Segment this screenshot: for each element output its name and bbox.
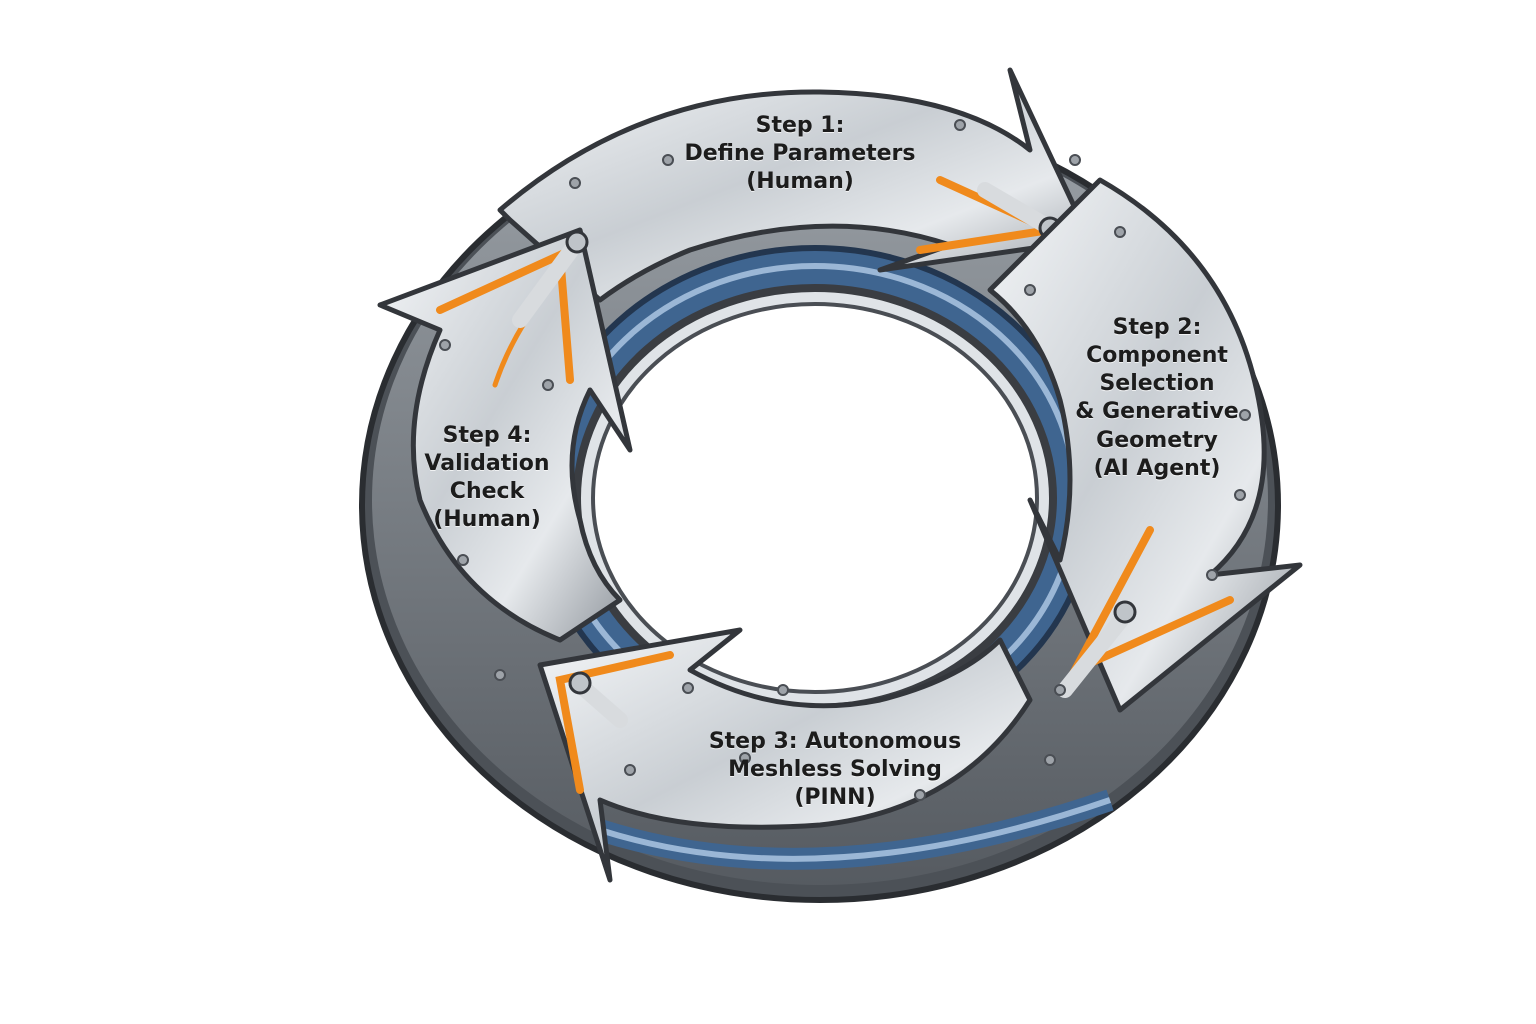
step3-line-1: Step 3: Autonomous xyxy=(708,729,962,754)
rivets xyxy=(439,119,1251,801)
step2-line-5: Geometry xyxy=(1096,427,1218,453)
step1-label: Step 1: Define Parameters (Human) xyxy=(650,112,950,196)
step4-line-4: (Human) xyxy=(433,507,541,533)
step2-line-6: (AI Agent) xyxy=(1093,455,1221,481)
step1-line-3: (Human) xyxy=(746,169,854,195)
step2-line-4: & Generative xyxy=(1075,399,1239,425)
center-hole xyxy=(591,302,1039,694)
step3-line-2: Meshless Solving xyxy=(728,757,942,783)
step1-line-1: Step 1: xyxy=(755,113,845,138)
step1-line-2: Define Parameters xyxy=(684,141,916,167)
step2-label: Step 2: Component Selection & Generative… xyxy=(1052,314,1262,483)
step3-line-3: (PINN) xyxy=(794,785,876,811)
step4-line-2: Validation xyxy=(424,451,550,477)
step3-label: Step 3: Autonomous Meshless Solving (PIN… xyxy=(670,728,1000,812)
step4-label: Step 4: Validation Check (Human) xyxy=(402,422,572,535)
step2-line-2: Component xyxy=(1086,343,1228,369)
segment-step3 xyxy=(537,627,1033,883)
step2-line-1: Step 2: xyxy=(1112,315,1202,340)
step4-line-1: Step 4: xyxy=(442,423,532,448)
step2-line-3: Selection xyxy=(1099,371,1215,397)
step4-line-3: Check xyxy=(449,479,525,505)
